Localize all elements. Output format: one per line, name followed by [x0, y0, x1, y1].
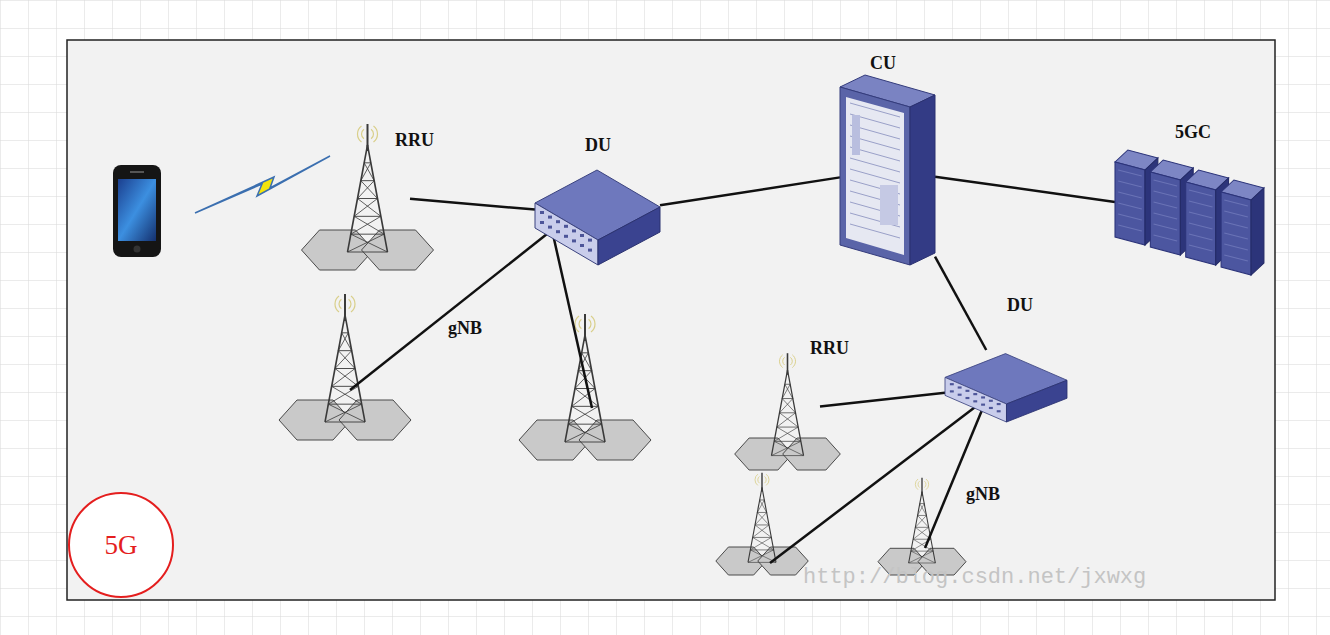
node-icon	[715, 350, 860, 470]
node-label: DU	[585, 135, 611, 156]
tower-art	[279, 230, 987, 575]
link-line	[935, 177, 1115, 202]
node-label: 5GC	[1175, 122, 1211, 143]
cu-rack: CU	[840, 75, 935, 265]
rru-tower: RRU	[755, 350, 820, 470]
watermark: http://blog.csdn.net/jxwxg	[803, 565, 1146, 590]
link-line	[935, 257, 986, 350]
gnb-label: gNB	[966, 484, 1000, 505]
badge-circle: 5G	[68, 492, 174, 598]
node-label: CU	[870, 53, 896, 74]
node-icon	[535, 165, 660, 265]
du-unit: DU	[945, 350, 1067, 422]
node-label: DU	[1007, 295, 1033, 316]
node-label: 5G	[105, 530, 138, 561]
radio-bolt	[195, 156, 330, 213]
node-label: RRU	[395, 130, 434, 151]
frame	[67, 40, 1275, 600]
du-unit: DU	[535, 165, 660, 265]
link-line	[410, 199, 535, 210]
node-icon	[1115, 150, 1265, 275]
rru-tower: RRU	[325, 120, 410, 270]
link-line	[820, 393, 945, 407]
node-icon	[945, 350, 1067, 422]
phone-icon	[113, 165, 161, 257]
gnb-label: gNB	[448, 318, 482, 339]
node-label: RRU	[810, 338, 849, 359]
core-servers: 5GC	[1115, 150, 1265, 275]
node-icon	[840, 75, 935, 265]
link-line	[660, 177, 840, 205]
